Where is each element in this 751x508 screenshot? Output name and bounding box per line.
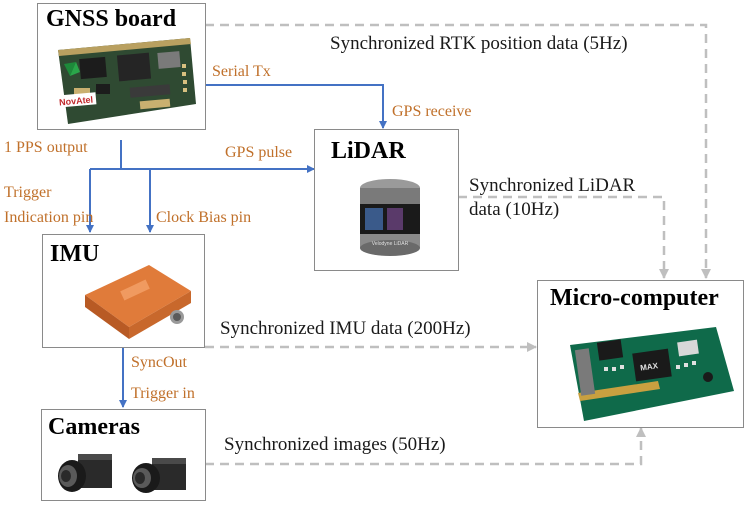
lidar-data-line — [458, 195, 669, 279]
lidar-sensor-image: Velodyne LiDAR — [360, 179, 420, 256]
imu-sensor-image — [85, 265, 191, 339]
lidar-data-label-line1: Synchronized LiDAR — [469, 175, 636, 196]
serial-tx-line — [205, 84, 387, 129]
images-data-label: Synchronized images (50Hz) — [224, 434, 446, 455]
gps-receive-label: GPS receive — [392, 103, 472, 120]
images-data-line — [205, 427, 646, 466]
gnss-board-node: GNSS board NovAtel — [37, 3, 206, 130]
imu-node: IMU — [42, 234, 205, 348]
gnss-board-image: NovAtel — [55, 38, 196, 124]
micro-computer-title: Micro-computer — [550, 285, 719, 311]
cameras-node: Cameras — [41, 409, 206, 501]
gps-pulse-label: GPS pulse — [225, 144, 293, 161]
lidar-data-label-line2: data (10Hz) — [469, 199, 560, 220]
serial-tx-label: Serial Tx — [212, 63, 271, 80]
gnss-board-title: GNSS board — [46, 6, 177, 32]
syncout-label: SyncOut — [131, 354, 187, 371]
imu-title: IMU — [50, 241, 100, 267]
rtk-data-line — [205, 23, 711, 279]
imu-data-label: Synchronized IMU data (200Hz) — [220, 318, 471, 339]
micro-computer-board-image: MAX — [570, 327, 734, 421]
camera-right-image — [132, 458, 186, 493]
lidar-brand-label: Velodyne LiDAR — [372, 241, 409, 247]
micro-computer-node: Micro-computer MAX — [537, 280, 744, 428]
trigger-indication-label-line1: Trigger — [4, 184, 52, 201]
trigger-indication-label-line2: Indication pin — [4, 209, 94, 226]
camera-left-image — [58, 454, 112, 492]
lidar-node: LiDAR Velodyne LiDAR — [314, 129, 459, 271]
max-chip-label: MAX — [640, 361, 660, 372]
cameras-title: Cameras — [48, 414, 140, 440]
lidar-title: LiDAR — [331, 138, 406, 164]
rtk-data-label: Synchronized RTK position data (5Hz) — [330, 33, 628, 54]
pps-output-label: 1 PPS output — [4, 139, 88, 156]
clock-bias-label: Clock Bias pin — [156, 209, 252, 226]
trigger-in-label: Trigger in — [131, 385, 195, 402]
novatel-logo: NovAtel — [55, 62, 97, 108]
svg-text:NovAtel: NovAtel — [59, 95, 94, 108]
